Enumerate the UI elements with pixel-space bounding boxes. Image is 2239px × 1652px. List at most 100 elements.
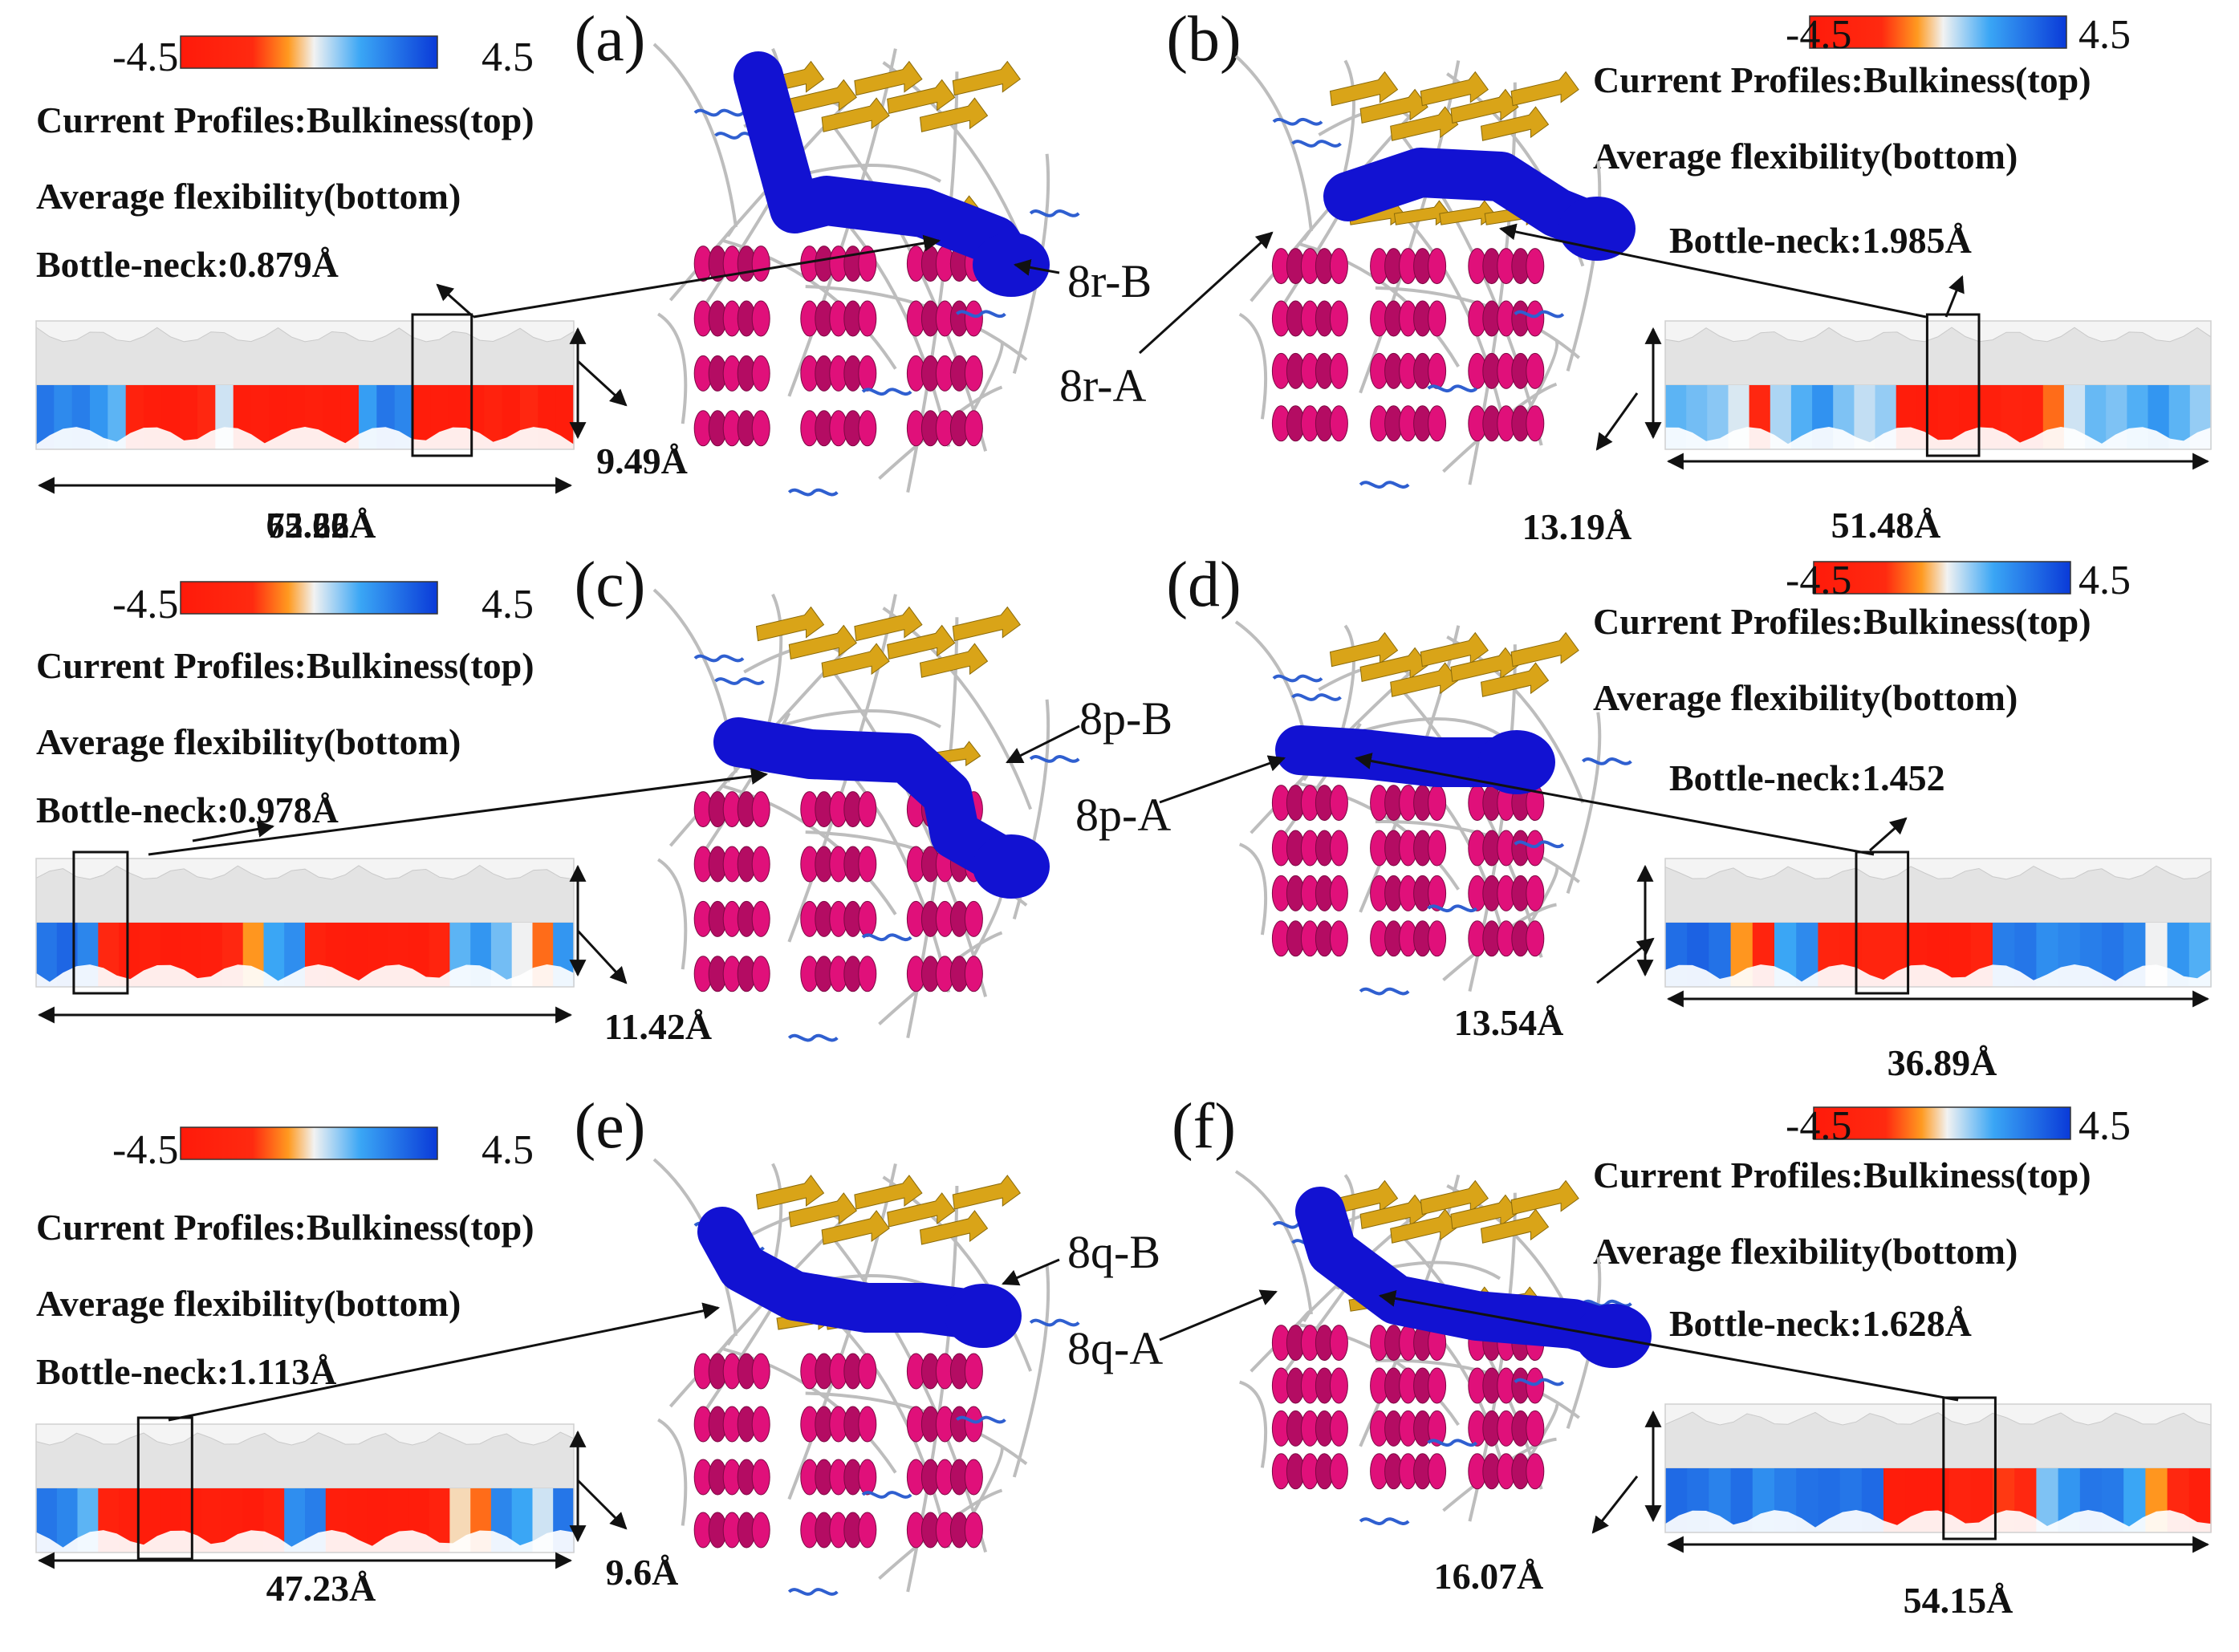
helix-turn (751, 1512, 770, 1548)
helix-turn (751, 846, 770, 883)
tunnel-profile-plot (1664, 313, 2212, 457)
helix-turn (858, 246, 877, 282)
beta-sheet (854, 60, 923, 96)
beta-sheet (1480, 662, 1550, 697)
alpha-helix (906, 1459, 983, 1496)
alpha-helix (693, 900, 770, 937)
loop-coil-blue (1029, 1318, 1080, 1327)
bottleneck-leader-arrow (473, 234, 941, 319)
tunnel-tube (1295, 1187, 1638, 1361)
alpha-helix (693, 1406, 770, 1443)
panel-label: (f) (1172, 1091, 1236, 1162)
helix-turn (1428, 1367, 1447, 1404)
helix-turn (858, 956, 877, 992)
helix-turn (858, 300, 877, 337)
panel-label: (d) (1166, 550, 1241, 620)
beta-sheet (919, 97, 989, 132)
beta-sheet (854, 606, 923, 642)
tunnel-height-label: 9.6Å (606, 1552, 679, 1593)
flexibility-segment (511, 1488, 534, 1553)
helix-turn (1428, 920, 1447, 957)
loop-coil-blue (714, 677, 765, 685)
beta-sheet (1510, 71, 1579, 107)
beta-sheet (919, 643, 989, 678)
helix-turn (964, 300, 983, 337)
alpha-helix (800, 355, 877, 392)
panel-label: (b) (1166, 4, 1241, 75)
helix-turn (1428, 352, 1447, 389)
tunnel-length-label: 47.23Å (266, 1568, 376, 1609)
tunnel-tube (1323, 148, 1622, 254)
beta-sheet (1329, 71, 1399, 107)
tunnel-tube (1275, 725, 1542, 787)
profile-title: Current Profiles:Bulkiness(top) (1593, 1155, 2091, 1195)
alpha-helix (1370, 352, 1447, 389)
tunnel-mouth (973, 834, 1050, 899)
alpha-helix (800, 300, 877, 337)
loop-coil-blue (1581, 757, 1632, 765)
beta-sheet (1480, 1208, 1550, 1244)
beta-sheet (952, 60, 1021, 96)
alpha-helix (800, 900, 877, 937)
bottleneck-label-arrow (192, 821, 275, 842)
helix-turn (858, 791, 877, 828)
helix-turn (751, 1459, 770, 1496)
bottleneck-leader-arrow (1498, 223, 1927, 319)
tunnel-mouth (945, 1284, 1022, 1348)
profile-subtitle: Average flexibility(bottom) (1593, 677, 2018, 718)
bulkiness-profile (1664, 1411, 2212, 1469)
loop-coil-blue (1291, 693, 1342, 701)
alpha-helix (1271, 1325, 1348, 1362)
alpha-helix (1271, 1367, 1348, 1404)
beta-sheet (1420, 1179, 1489, 1216)
bottleneck-leader-arrow (148, 768, 769, 856)
alpha-helix (1271, 875, 1348, 911)
beta-sheet (952, 606, 1021, 642)
helix-turn (964, 355, 983, 392)
flexibility-segment (484, 385, 503, 449)
alpha-helix (906, 900, 983, 937)
tunnel-length-label: 65.22Å (266, 505, 376, 546)
alpha-helix (693, 846, 770, 883)
bottleneck-label: Bottle-neck:1.628Å (1669, 1303, 1972, 1344)
tunnel-mouth (1478, 730, 1555, 794)
tunnel-id-label: 8q-A (1067, 1322, 1163, 1374)
beta-sheet (887, 1192, 956, 1228)
loop-coil-blue (1359, 1517, 1410, 1525)
tunnel-height-label: 13.54Å (1454, 1002, 1564, 1043)
bottleneck-label: Bottle-neck:0.978Å (36, 789, 339, 830)
helix-turn (1428, 300, 1447, 337)
beta-sheet (1510, 631, 1579, 668)
helix-turn (751, 246, 770, 282)
tunnel-label-arrow (1002, 1258, 1060, 1286)
bottleneck-label: Bottle-neck:1.452 (1669, 757, 1945, 798)
helix-turn (751, 1353, 770, 1390)
helix-turn (858, 1406, 877, 1443)
bottleneck-label-arrow (1944, 275, 1965, 318)
loop-coil (762, 593, 783, 741)
loop-coil-blue (1359, 987, 1410, 996)
tunnel-length-label: 36.89Å (1888, 1042, 1997, 1083)
helix-turn (1428, 830, 1447, 867)
helix-turn (1428, 875, 1447, 911)
loop-coil (657, 858, 688, 970)
loop-coil (776, 709, 941, 729)
alpha-helix (1271, 920, 1348, 957)
height-pointer-arrow (576, 929, 628, 984)
beta-sheet (887, 624, 956, 660)
scale-max-label: 4.5 (2078, 12, 2131, 58)
loop-coil-blue (1514, 840, 1565, 849)
flexibility-profile-mask (1665, 1510, 2211, 1532)
flexibility-profile-mask (1665, 964, 2211, 987)
profile-frame (1664, 858, 2212, 988)
scale-min-label: -4.5 (1786, 12, 1851, 58)
loop-coil-blue (1359, 481, 1410, 489)
alpha-helix (800, 956, 877, 992)
loop-coil (657, 1418, 688, 1526)
beta-sheet (1420, 71, 1489, 107)
beta-sheet (1390, 106, 1459, 141)
alpha-helix (1370, 300, 1447, 337)
beta-sheet (1450, 647, 1519, 683)
alpha-helix (1370, 1367, 1447, 1404)
